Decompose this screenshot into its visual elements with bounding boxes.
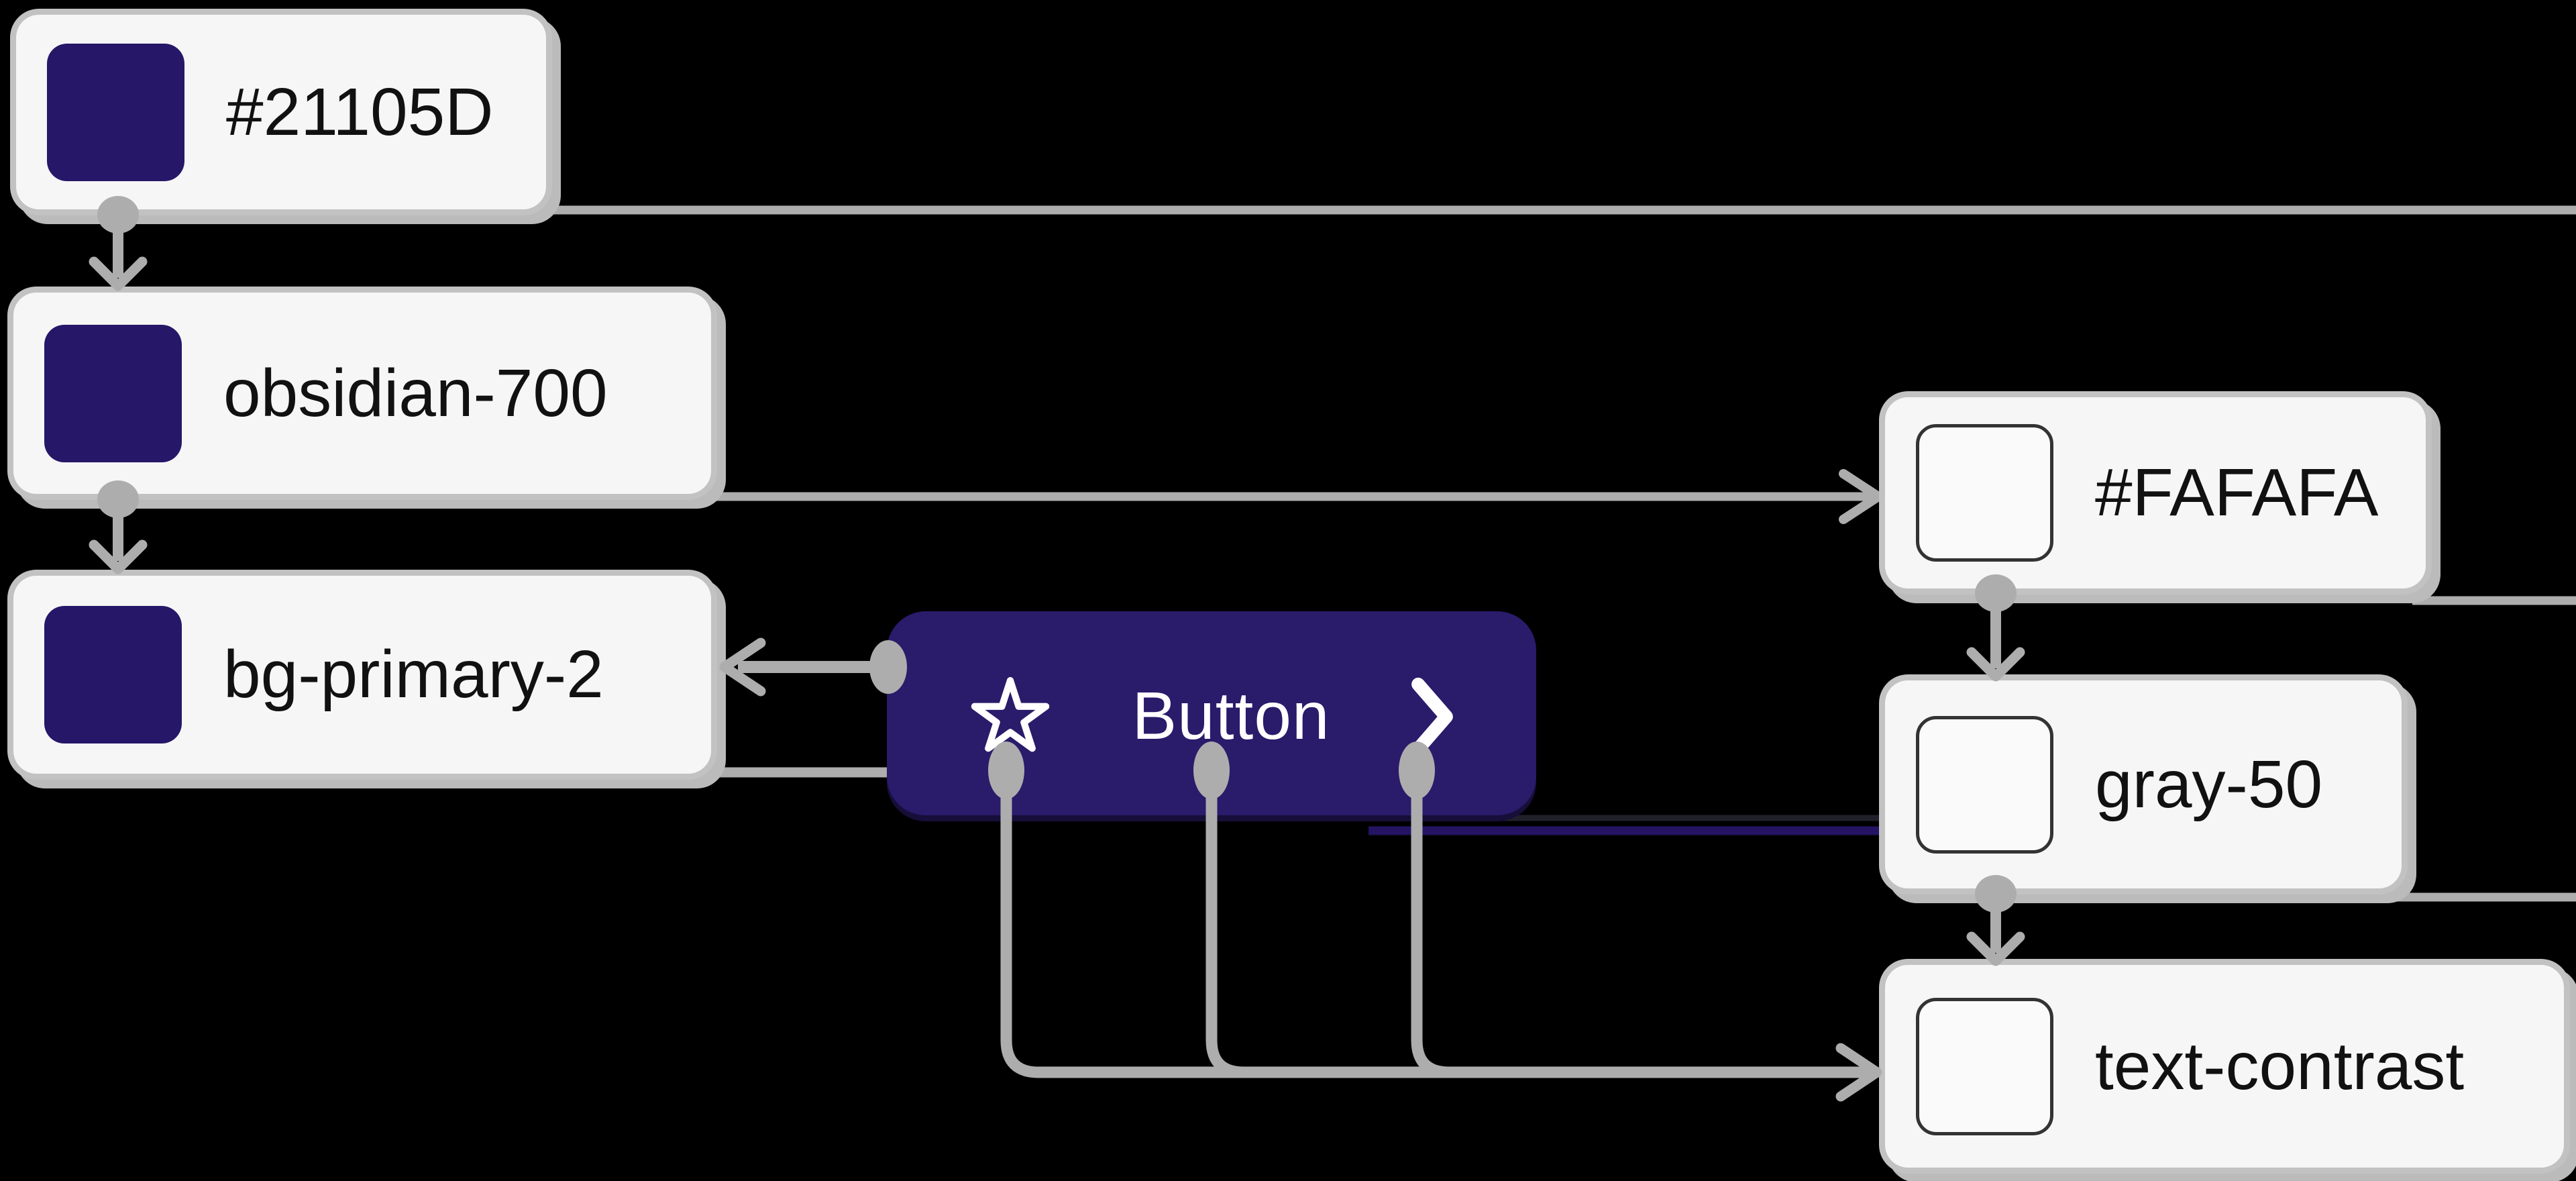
arrowhead-into-textcontrast-top [1966,931,2025,966]
node-label: obsidian-700 [223,355,608,431]
node-label: text-contrast [2095,1028,2465,1104]
chevron-right-icon [1411,677,1453,756]
arrowhead-into-obsidian [89,256,148,291]
star-icon [971,676,1050,752]
color-swatch-gray-50 [1916,715,2053,854]
arrowhead-into-bgprimary [89,540,148,574]
node-label: #FAFAFA [2095,455,2379,530]
node-label: gray-50 [2095,746,2323,822]
card-bg-primary-2[interactable]: bg-primary-2 [13,576,711,774]
button-node[interactable]: Button [887,611,1536,821]
card-hex-21105d[interactable]: #21105D [16,15,546,209]
node-label: #21105D [226,74,494,150]
arrowhead-into-textcontrast-left [1835,1043,1882,1102]
color-swatch-bg-primary-2 [44,606,182,743]
arrowhead-into-bgprimary-right [719,637,766,697]
card-gray-50[interactable]: gray-50 [1885,680,2402,888]
color-swatch-fafafa [1916,424,2053,562]
arrowhead-into-fafafa [1839,469,1883,524]
button-label: Button [1132,678,1330,754]
color-swatch-21105d [47,43,184,181]
node-label: bg-primary-2 [223,637,604,712]
color-swatch-obsidian-700 [44,324,182,462]
card-text-contrast[interactable]: text-contrast [1885,965,2564,1168]
arrowhead-into-gray50 [1966,647,2025,682]
color-swatch-text-contrast [1916,997,2053,1135]
card-obsidian-700[interactable]: obsidian-700 [13,293,711,494]
card-hex-fafafa[interactable]: #FAFAFA [1885,397,2426,588]
